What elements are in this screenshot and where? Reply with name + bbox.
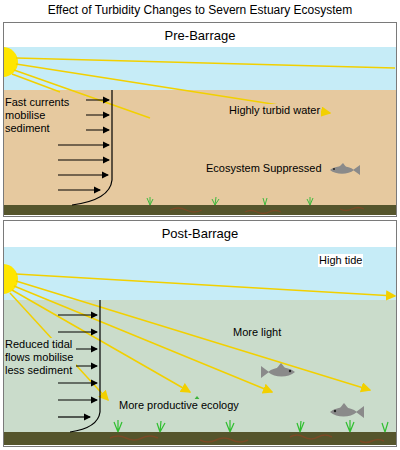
scene-label: Fast currents mobilise sediment bbox=[4, 96, 86, 135]
panel-title: Post-Barrage bbox=[4, 226, 396, 241]
diagram-title: Effect of Turbidity Changes to Severn Es… bbox=[0, 3, 400, 17]
fish bbox=[330, 403, 364, 418]
scene-label: Ecosystem Suppressed bbox=[205, 162, 323, 175]
scene-label: High tide bbox=[318, 254, 363, 267]
scene-label: More light bbox=[232, 326, 282, 339]
fish bbox=[261, 363, 295, 378]
fish bbox=[330, 163, 360, 175]
scene-label: Highly turbid water bbox=[228, 104, 321, 117]
pre-barrage-scene bbox=[4, 47, 396, 215]
panel-title: Pre-Barrage bbox=[4, 28, 396, 43]
scene-label: More productive ecology bbox=[118, 399, 240, 412]
scene-label: Reduced tidal flows mobilise less sedime… bbox=[4, 338, 76, 377]
post-barrage-scene bbox=[4, 247, 396, 445]
